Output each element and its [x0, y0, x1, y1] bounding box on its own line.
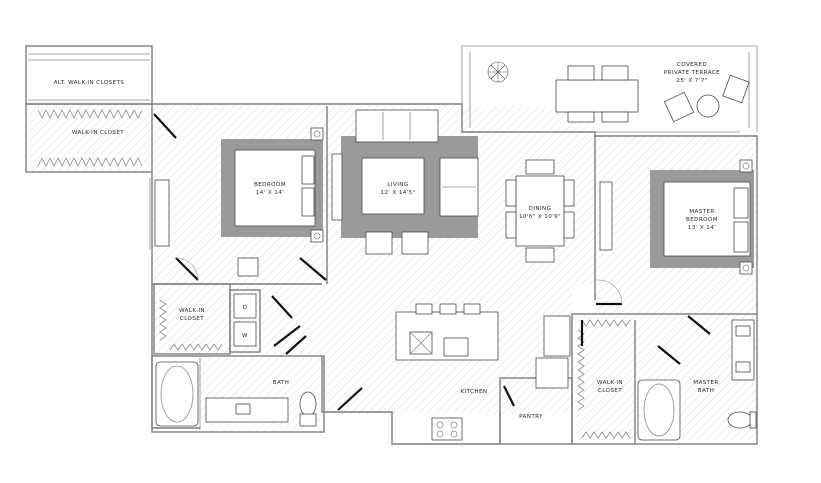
- living-size: 12' X 14'5": [380, 190, 415, 196]
- plant-icon: [487, 61, 509, 83]
- furniture: [154, 61, 757, 441]
- master-bath-label-line2: BATH: [698, 388, 714, 394]
- master-bedroom-label-line1: MASTER: [689, 209, 714, 215]
- dining-label: DINING: [529, 206, 552, 212]
- bath-label: BATH: [273, 380, 289, 386]
- room-labels: ALT. WALK-IN CLOSETS WALK-IN CLOSET BEDR…: [54, 62, 720, 420]
- washer-label: W: [242, 333, 248, 339]
- master-bedroom-size: 13' X 14': [688, 225, 716, 231]
- pantry-label: PANTRY: [519, 414, 543, 420]
- kitchen-label: KITCHEN: [460, 389, 487, 395]
- terrace-size: 25' X 7'7": [676, 78, 707, 84]
- master-bath-label-line1: MASTER: [693, 380, 718, 386]
- terrace-label-line2: PRIVATE TERRACE: [664, 70, 720, 76]
- dining-size: 10'6" X 10'9": [519, 214, 561, 220]
- terrace-label-line1: COVERED: [677, 62, 707, 68]
- alt-closets-label: ALT. WALK-IN CLOSETS: [54, 80, 125, 86]
- dryer-label: D: [243, 305, 248, 311]
- walkin-closet-master-line2: CLOSET: [598, 388, 622, 394]
- walls: [25, 45, 758, 445]
- walkin-closet-top-label: WALK-IN CLOSET: [72, 130, 124, 136]
- walkin-closet-left-line1: WALK-IN: [179, 308, 205, 314]
- bedroom-size: 14' X 14': [256, 190, 284, 196]
- living-label: LIVING: [387, 182, 408, 188]
- doors: [153, 113, 711, 411]
- master-bedroom-label-line2: BEDROOM: [686, 217, 718, 223]
- walkin-closet-master-line1: WALK-IN: [597, 380, 623, 386]
- walkin-closet-left-line2: CLOSET: [180, 316, 204, 322]
- bedroom-label: BEDROOM: [254, 182, 286, 188]
